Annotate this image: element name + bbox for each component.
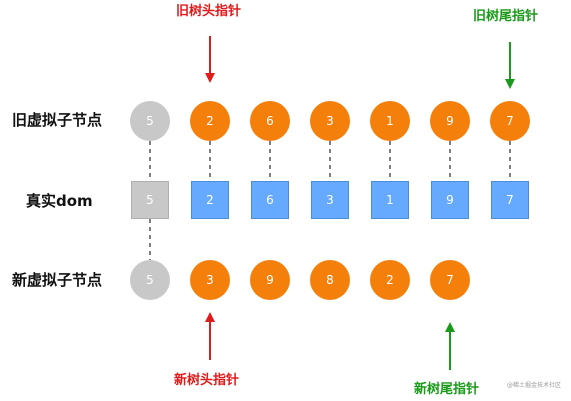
new-head-arrow bbox=[205, 312, 215, 360]
old-head-pointer-label: 旧树头指针 bbox=[176, 4, 242, 19]
new-vnode-1: 3 bbox=[190, 260, 230, 300]
dom-node-3: 3 bbox=[311, 181, 349, 219]
new-vnode-2: 9 bbox=[250, 260, 290, 300]
new-vnode-0: 5 bbox=[130, 260, 170, 300]
real-dom-row-label: 真实dom bbox=[26, 192, 93, 210]
dom-node-1: 2 bbox=[191, 181, 229, 219]
old-tail-arrow bbox=[505, 42, 515, 89]
dom-node-0: 5 bbox=[131, 181, 169, 219]
new-tail-pointer-label: 新树尾指针 bbox=[414, 382, 480, 397]
old-vnode-3: 3 bbox=[310, 101, 350, 141]
new-vnode-row-label: 新虚拟子节点 bbox=[12, 271, 103, 289]
old-head-arrow bbox=[205, 36, 215, 83]
dom-node-5: 9 bbox=[431, 181, 469, 219]
new-head-pointer-label: 新树头指针 bbox=[174, 373, 240, 388]
old-vnode-4: 1 bbox=[370, 101, 410, 141]
old-vnode-row-label: 旧虚拟子节点 bbox=[12, 111, 103, 129]
new-vnode-3: 8 bbox=[310, 260, 350, 300]
dom-node-2: 6 bbox=[251, 181, 289, 219]
watermark: @稀土掘金技术社区 bbox=[506, 382, 561, 389]
new-vnode-5: 7 bbox=[430, 260, 470, 300]
old-vnode-2: 6 bbox=[250, 101, 290, 141]
old-vnode-0: 5 bbox=[130, 101, 170, 141]
dom-node-6: 7 bbox=[491, 181, 529, 219]
old-vnode-6: 7 bbox=[490, 101, 530, 141]
dom-node-4: 1 bbox=[371, 181, 409, 219]
new-vnode-4: 2 bbox=[370, 260, 410, 300]
old-tail-pointer-label: 旧树尾指针 bbox=[473, 9, 539, 24]
old-vnode-5: 9 bbox=[430, 101, 470, 141]
old-vnode-1: 2 bbox=[190, 101, 230, 141]
new-tail-arrow bbox=[445, 322, 455, 370]
